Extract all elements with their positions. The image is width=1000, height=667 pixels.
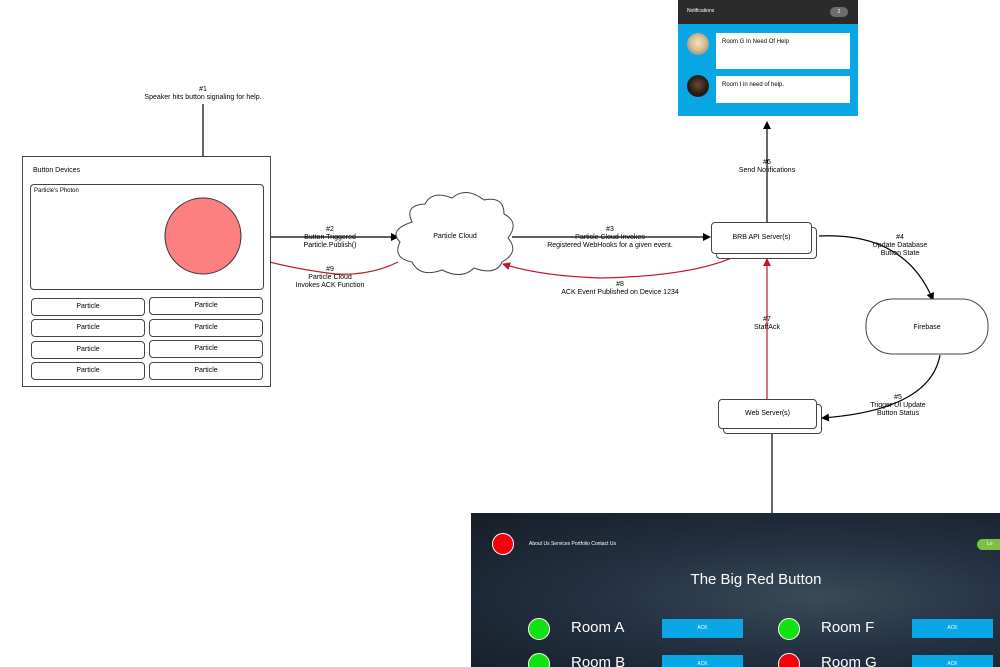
room-status-dot	[528, 618, 550, 640]
step5-label: #5 Trigger UI Update Button Status	[858, 394, 938, 418]
notifications-header: Notifications 2	[678, 0, 858, 24]
particle-cloud-label: Particle Cloud	[433, 233, 477, 240]
room-name: Room G	[821, 654, 877, 667]
button-devices-panel: Button Devices Particle's Photon Particl…	[22, 156, 271, 387]
step-text: Button Status	[876, 410, 920, 417]
particle-button[interactable]: Particle	[31, 362, 145, 380]
step-text: Invokes ACK Function	[295, 282, 365, 289]
step-number: #9	[326, 266, 334, 273]
login-button[interactable]: Lo	[977, 539, 1000, 550]
step1-label: #1 Speaker hits button signaling for hel…	[130, 86, 276, 102]
particle-button[interactable]: Particle	[149, 362, 263, 380]
dark-person-avatar	[687, 75, 709, 97]
room-status-dot	[778, 653, 800, 667]
step-text: Button Triggered	[304, 234, 356, 241]
step-number: #6	[763, 159, 771, 166]
particle-button[interactable]: Particle	[149, 319, 263, 337]
room-name: Room F	[821, 619, 875, 636]
step-number: #5	[894, 394, 902, 401]
step-text: Trigger UI Update	[870, 402, 926, 409]
web-server-label: Web Server(s)	[745, 410, 790, 417]
blonde-person-avatar	[687, 33, 709, 55]
app-background-image	[471, 513, 1000, 667]
step3-label: #3 Particle Cloud Invokes Registered Web…	[540, 226, 680, 250]
notifications-title: Notifications	[687, 8, 715, 14]
particle-button[interactable]: Particle	[149, 297, 263, 315]
ack-button[interactable]: ACK	[912, 655, 993, 667]
notification-item[interactable]: Room I in need of help.	[716, 76, 850, 103]
step-number: #2	[326, 226, 334, 233]
arrow-step4	[818, 235, 935, 301]
notifications-panel: Notifications 2 Room G In Need Of Help R…	[678, 0, 858, 116]
big-red-button-web-app: About Us Services Portfolio Contact Us L…	[471, 513, 1000, 667]
step-text: Particle Cloud Invokes	[575, 234, 645, 241]
step-text: StaffAck	[754, 324, 780, 331]
step9-label: #9 Particle Cloud Invokes ACK Function	[285, 266, 375, 290]
step-text: Particle Cloud	[308, 274, 352, 281]
ack-button[interactable]: ACK	[912, 619, 993, 638]
ack-button[interactable]: ACK	[662, 655, 743, 667]
step6-label: #6 Send Notifications	[727, 159, 807, 175]
api-server-label: BRB API Server(s)	[732, 234, 791, 241]
particle-button[interactable]: Particle	[31, 319, 145, 337]
step4-label: #4 Update Database Button State	[862, 234, 938, 258]
particle-cloud-shape	[395, 192, 514, 275]
step-number: #7	[763, 316, 771, 323]
room-status-dot	[528, 653, 550, 667]
app-nav-links[interactable]: About Us Services Portfolio Contact Us	[529, 541, 616, 547]
room-name: Room B	[571, 654, 626, 667]
firebase-label: Firebase	[913, 324, 941, 331]
particle-button[interactable]: Particle	[149, 340, 263, 358]
step2-label: #2 Button Triggered Particle.Publish()	[295, 226, 365, 250]
step8-label: #8 ACK Event Published on Device 1234	[550, 281, 690, 297]
web-server-node: Web Server(s)	[718, 399, 817, 429]
room-status-dot	[778, 618, 800, 640]
step-number: #3	[606, 226, 614, 233]
speaker-button-overlay[interactable]	[163, 196, 243, 276]
app-title: The Big Red Button	[690, 571, 822, 588]
arrow-step8	[502, 252, 743, 279]
notification-text: Room I in need of help.	[722, 82, 785, 88]
arrow-step5	[821, 354, 941, 422]
ack-button[interactable]: ACK	[662, 619, 743, 638]
step7-label: #7 StaffAck	[737, 316, 797, 332]
step-text: Button State	[880, 250, 920, 257]
particle-button[interactable]: Particle	[31, 298, 145, 316]
button-devices-title: Button Devices	[33, 167, 81, 174]
notification-text: Room G In Need Of Help	[722, 39, 790, 45]
step-text: Update Database	[872, 242, 928, 249]
step-text: ACK Event Published on Device 1234	[561, 289, 679, 296]
particle-button[interactable]: Particle	[31, 341, 145, 359]
notifications-count-badge: 2	[830, 7, 848, 17]
step-text: Speaker hits button signaling for help.	[144, 94, 262, 101]
step-number: #4	[896, 234, 904, 241]
speaker-red-button-face[interactable]	[164, 197, 242, 275]
step-text: Send Notifications	[738, 167, 796, 174]
photon-label: Particle's Photon	[34, 188, 79, 194]
notification-item[interactable]: Room G In Need Of Help	[716, 33, 850, 69]
step-number: #8	[616, 281, 624, 288]
app-logo-red-dot[interactable]	[492, 533, 514, 555]
firebase-shape	[865, 298, 989, 355]
step-text: Registered WebHooks for a given event.	[547, 242, 673, 249]
room-name: Room A	[571, 619, 625, 636]
step-number: #1	[199, 86, 207, 93]
api-server-node: BRB API Server(s)	[711, 222, 812, 254]
step-text: Particle.Publish()	[303, 242, 357, 249]
